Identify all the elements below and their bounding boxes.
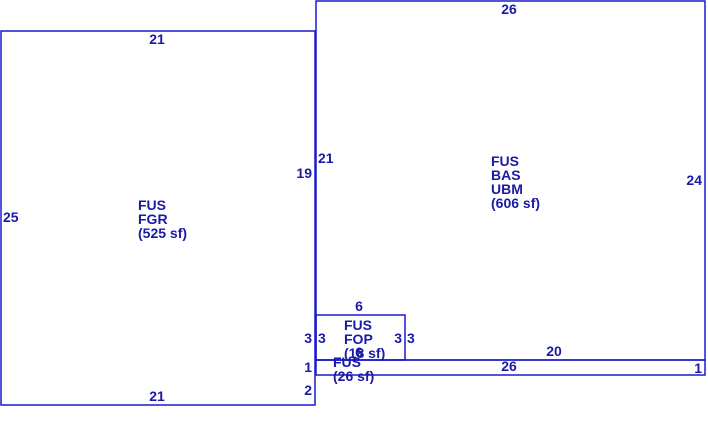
dim-strip-right: 1 xyxy=(694,360,702,376)
dim-basement-left: 21 xyxy=(318,150,334,166)
basement-label-line1: FUS xyxy=(491,153,519,169)
garage-outline xyxy=(0,30,316,406)
dim-strip-bottom: 26 xyxy=(501,358,517,374)
porch-area: (18 sf) xyxy=(344,345,385,361)
dim-basement-bottom: 20 xyxy=(546,343,562,359)
dim-garage-left: 25 xyxy=(3,209,19,225)
basement-area: (606 sf) xyxy=(491,195,540,211)
dim-porch-right-outer: 3 xyxy=(407,330,415,346)
basement-label-line2: BAS xyxy=(491,167,521,183)
porch-label-line1: FUS xyxy=(344,317,372,333)
basement-label-line3: UBM xyxy=(491,181,523,197)
garage-label-line2: FGR xyxy=(138,211,168,227)
dim-porch-top: 6 xyxy=(355,298,363,314)
dim-garage-top: 21 xyxy=(149,31,165,47)
porch-label-line2: FOP xyxy=(344,331,373,347)
dim-garage-right-low1: 1 xyxy=(304,359,312,375)
dim-basement-right: 24 xyxy=(686,172,702,188)
garage-label-line1: FUS xyxy=(138,197,166,213)
dim-garage-right-mid: 3 xyxy=(304,330,312,346)
strip-label-line1: FUS xyxy=(333,354,361,370)
strip-outline xyxy=(315,359,706,376)
dim-porch-left: 3 xyxy=(318,330,326,346)
dim-garage-bottom: 21 xyxy=(149,388,165,404)
dim-garage-right-upper: 19 xyxy=(296,165,312,181)
dim-basement-top: 26 xyxy=(501,1,517,17)
dim-garage-right-low2: 2 xyxy=(304,382,312,398)
dim-porch-right-inner: 3 xyxy=(394,330,402,346)
strip-area: (26 sf) xyxy=(333,368,374,384)
dim-porch-bottom: 6 xyxy=(355,344,363,360)
garage-area: (525 sf) xyxy=(138,225,187,241)
